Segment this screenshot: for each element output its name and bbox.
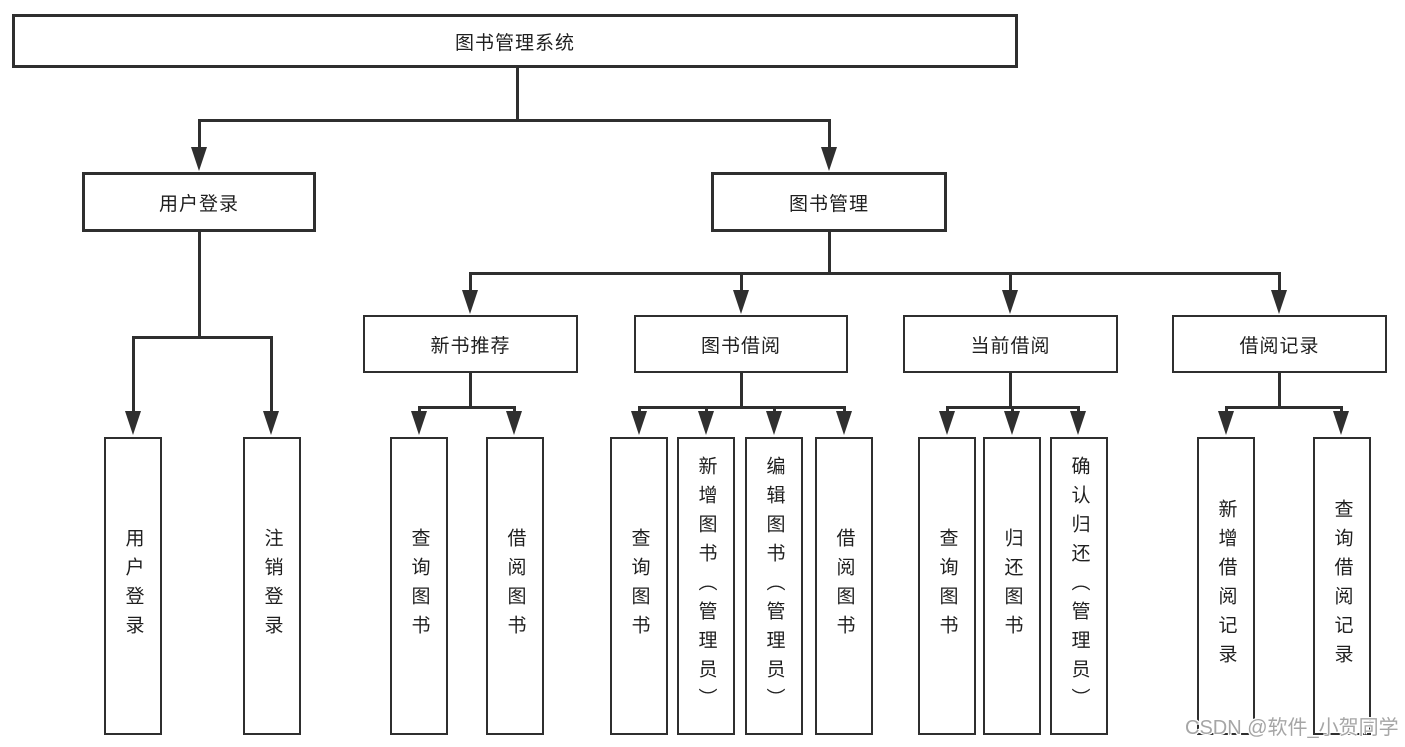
node-root: 图书管理系统 (12, 14, 1018, 68)
node-leaf-add-book-admin: 新增图书（管理员） (677, 437, 735, 735)
connector-root-drop-left (198, 119, 201, 149)
node-leaf-logout: 注销登录 (243, 437, 301, 735)
connector-book-borrow-drop-3 (773, 406, 776, 414)
connector-new-book-drop-2 (513, 406, 516, 414)
connector-user-login-drop-1 (132, 336, 135, 412)
arrow-down-query-books-3 (939, 411, 955, 435)
arrow-down-add-borrow-record (1218, 411, 1234, 435)
connector-borrow-records-stem (1278, 373, 1281, 409)
node-leaf-query-books-3: 查询图书 (918, 437, 976, 735)
connector-root-hbar (198, 119, 831, 122)
arrow-down-query-borrow-record (1333, 411, 1349, 435)
connector-new-book-hbar (418, 406, 516, 409)
node-leaf-logout-label: 注销登录 (261, 528, 283, 644)
connector-book-borrow-stem (740, 373, 743, 409)
connector-book-mgmt-hbar (469, 272, 1281, 275)
connector-current-borrow-drop-3 (1077, 406, 1080, 414)
arrow-down-borrow-records (1271, 290, 1287, 314)
node-leaf-edit-book-admin-label: 编辑图书（管理员） (763, 455, 785, 717)
connector-borrow-records-drop-1 (1225, 406, 1228, 414)
connector-book-mgmt-drop-1 (469, 272, 472, 292)
node-new-book-recommend: 新书推荐 (363, 315, 578, 373)
connector-book-borrow-drop-1 (638, 406, 641, 414)
node-leaf-query-books-3-label: 查询图书 (936, 528, 958, 644)
node-leaf-add-borrow-record-label: 新增借阅记录 (1215, 499, 1237, 673)
connector-book-mgmt-drop-2 (740, 272, 743, 292)
arrow-down-book-borrow (733, 290, 749, 314)
node-leaf-return-book-label: 归还图书 (1001, 528, 1023, 644)
node-book-borrow-label: 图书借阅 (700, 335, 781, 357)
node-book-management-label: 图书管理 (788, 193, 869, 215)
node-leaf-add-book-admin-label: 新增图书（管理员） (695, 455, 717, 717)
node-leaf-query-books-1: 查询图书 (390, 437, 448, 735)
node-leaf-return-book: 归还图书 (983, 437, 1041, 735)
node-leaf-borrow-books-2-label: 借阅图书 (833, 528, 855, 644)
arrow-down-book-management (821, 147, 837, 171)
connector-root-stem (516, 68, 519, 121)
connector-new-book-stem (469, 373, 472, 409)
connector-user-login-stem (198, 232, 201, 339)
node-leaf-confirm-return-admin-label: 确认归还（管理员） (1068, 455, 1090, 717)
node-borrow-records: 借阅记录 (1172, 315, 1387, 373)
arrow-down-user-login (191, 147, 207, 171)
csdn-watermark: CSDN @软件_小贺同学 (1185, 717, 1399, 739)
arrow-down-borrow-books-1 (506, 411, 522, 435)
connector-new-book-drop-1 (418, 406, 421, 414)
connector-book-mgmt-stem (828, 232, 831, 275)
connector-current-borrow-drop-2 (1011, 406, 1014, 414)
connector-book-mgmt-drop-4 (1278, 272, 1281, 292)
node-new-book-recommend-label: 新书推荐 (430, 335, 511, 357)
arrow-down-query-books-1 (411, 411, 427, 435)
arrow-down-edit-book (766, 411, 782, 435)
node-current-borrow-label: 当前借阅 (970, 335, 1051, 357)
arrow-down-current-borrow (1002, 290, 1018, 314)
connector-user-login-drop-2 (270, 336, 273, 412)
connector-user-login-hbar (132, 336, 273, 339)
arrow-down-add-book (698, 411, 714, 435)
connector-book-borrow-drop-4 (843, 406, 846, 414)
connector-root-drop-right (828, 119, 831, 149)
arrow-down-confirm-return (1070, 411, 1086, 435)
node-book-borrow: 图书借阅 (634, 315, 848, 373)
node-leaf-query-books-2: 查询图书 (610, 437, 668, 735)
connector-current-borrow-stem (1009, 373, 1012, 409)
connector-book-mgmt-drop-3 (1009, 272, 1012, 292)
arrow-down-leaf-user-login (125, 411, 141, 435)
connector-borrow-records-hbar (1225, 406, 1343, 409)
connector-book-borrow-hbar (638, 406, 846, 409)
node-leaf-query-books-1-label: 查询图书 (408, 528, 430, 644)
connector-borrow-records-drop-2 (1340, 406, 1343, 414)
node-leaf-borrow-books-2: 借阅图书 (815, 437, 873, 735)
arrow-down-new-book (462, 290, 478, 314)
node-current-borrow: 当前借阅 (903, 315, 1118, 373)
node-book-management: 图书管理 (711, 172, 947, 232)
connector-book-borrow-drop-2 (705, 406, 708, 414)
node-user-login: 用户登录 (82, 172, 316, 232)
node-leaf-query-borrow-record-label: 查询借阅记录 (1331, 499, 1353, 673)
arrow-down-return-book (1004, 411, 1020, 435)
node-leaf-borrow-books-1-label: 借阅图书 (504, 528, 526, 644)
node-leaf-user-login: 用户登录 (104, 437, 162, 735)
node-leaf-query-borrow-record: 查询借阅记录 (1313, 437, 1371, 735)
node-leaf-confirm-return-admin: 确认归还（管理员） (1050, 437, 1108, 735)
node-user-login-label: 用户登录 (158, 193, 239, 215)
node-root-label: 图书管理系统 (454, 32, 575, 54)
node-leaf-edit-book-admin: 编辑图书（管理员） (745, 437, 803, 735)
arrow-down-borrow-books-2 (836, 411, 852, 435)
node-leaf-borrow-books-1: 借阅图书 (486, 437, 544, 735)
node-borrow-records-label: 借阅记录 (1239, 335, 1320, 357)
node-leaf-add-borrow-record: 新增借阅记录 (1197, 437, 1255, 735)
arrow-down-query-books-2 (631, 411, 647, 435)
connector-current-borrow-drop-1 (946, 406, 949, 414)
node-leaf-user-login-label: 用户登录 (122, 528, 144, 644)
node-leaf-query-books-2-label: 查询图书 (628, 528, 650, 644)
arrow-down-leaf-logout (263, 411, 279, 435)
